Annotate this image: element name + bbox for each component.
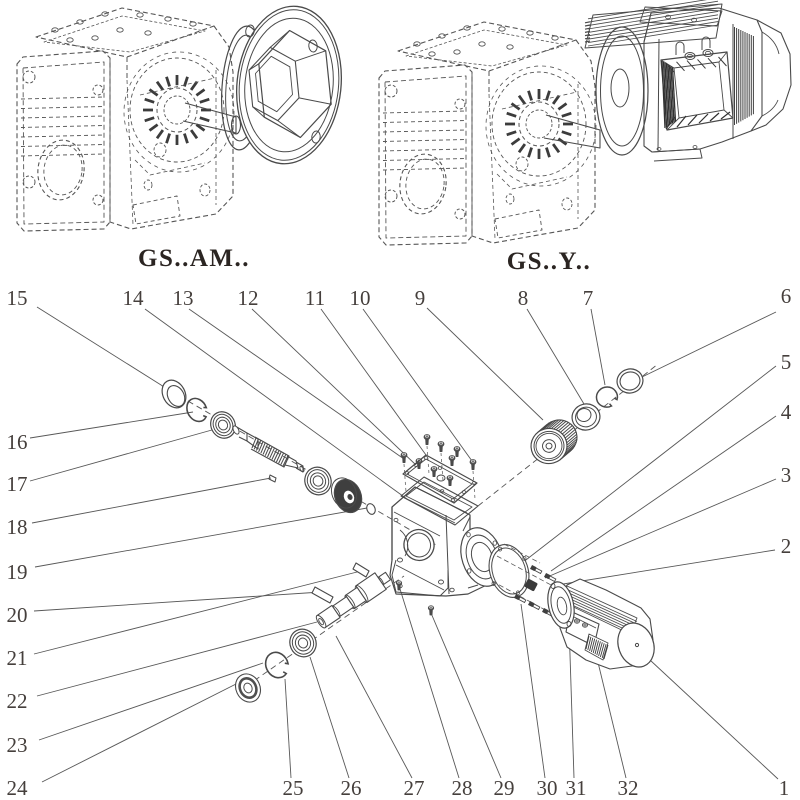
svg-text:3: 3 <box>781 463 792 487</box>
svg-text:19: 19 <box>7 560 28 584</box>
svg-text:7: 7 <box>583 286 594 310</box>
svg-text:6: 6 <box>781 284 792 308</box>
svg-text:25: 25 <box>283 776 304 800</box>
svg-text:31: 31 <box>566 776 587 800</box>
svg-text:18: 18 <box>7 515 28 539</box>
svg-text:28: 28 <box>452 776 473 800</box>
svg-text:15: 15 <box>7 286 28 310</box>
svg-text:27: 27 <box>404 776 425 800</box>
svg-text:GS..Y..: GS..Y.. <box>507 248 592 275</box>
svg-text:9: 9 <box>415 286 426 310</box>
svg-text:11: 11 <box>305 286 325 310</box>
svg-text:23: 23 <box>7 733 28 757</box>
svg-text:30: 30 <box>537 776 558 800</box>
svg-text:4: 4 <box>781 400 792 424</box>
svg-text:22: 22 <box>7 689 28 713</box>
svg-text:2: 2 <box>781 534 792 558</box>
svg-text:32: 32 <box>618 776 639 800</box>
svg-text:20: 20 <box>7 603 28 627</box>
svg-text:10: 10 <box>350 286 371 310</box>
svg-text:8: 8 <box>518 286 529 310</box>
svg-text:16: 16 <box>7 430 28 454</box>
svg-text:5: 5 <box>781 350 792 374</box>
svg-text:GS..AM..: GS..AM.. <box>138 245 250 272</box>
svg-text:17: 17 <box>7 472 28 496</box>
svg-text:24: 24 <box>7 776 29 800</box>
svg-text:1: 1 <box>779 776 790 800</box>
svg-text:14: 14 <box>123 286 145 310</box>
svg-text:29: 29 <box>494 776 515 800</box>
svg-text:13: 13 <box>173 286 194 310</box>
svg-text:12: 12 <box>238 286 259 310</box>
svg-text:26: 26 <box>341 776 362 800</box>
svg-text:21: 21 <box>7 646 28 670</box>
